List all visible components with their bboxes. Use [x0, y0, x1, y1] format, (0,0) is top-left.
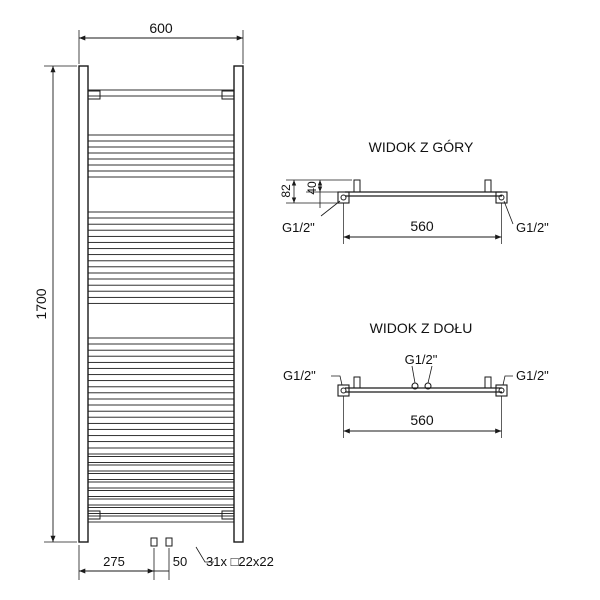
- height-dimension: 1700: [33, 288, 49, 319]
- tube-note-leader: [195, 546, 214, 563]
- horizontal-tube: [87, 398, 235, 406]
- horizontal-tube: [87, 498, 235, 506]
- top-bracket-right: [221, 90, 235, 100]
- offset-dimension: 275: [103, 554, 125, 569]
- width-dimension: 600: [149, 20, 173, 36]
- tube-note: 31x □22x22: [206, 554, 274, 569]
- horizontal-tube: [87, 158, 235, 166]
- bottom-view: WIDOK Z DOŁU G1/2" G1/2" G1/2" 560: [283, 320, 549, 438]
- horizontal-tube: [87, 507, 235, 514]
- horizontal-tube: [87, 235, 235, 243]
- horizontal-tube: [87, 146, 235, 154]
- top-view-title: WIDOK Z GÓRY: [369, 139, 474, 155]
- bottom-left-cap: [337, 384, 350, 397]
- horizontal-tube: [87, 272, 235, 280]
- top-left-port: [340, 194, 347, 201]
- horizontal-tube: [87, 447, 235, 455]
- horizontal-tube: [87, 490, 235, 497]
- horizontal-tube: [87, 248, 235, 256]
- top-left-standoff: [353, 179, 361, 193]
- horizontal-tube: [87, 473, 235, 480]
- depth-dimension: 82: [279, 184, 293, 198]
- right-collector: [233, 65, 244, 543]
- horizontal-tube: [87, 374, 235, 382]
- left-collector: [78, 65, 89, 543]
- top-thread-right: G1/2": [516, 220, 549, 235]
- horizontal-tube: [87, 422, 235, 430]
- horizontal-tube: [87, 134, 235, 142]
- horizontal-tube: [87, 349, 235, 357]
- horizontal-tube: [87, 89, 235, 97]
- bottom-left-standoff: [353, 376, 361, 389]
- horizontal-tubes: [87, 89, 235, 523]
- bottom-view-title: WIDOK Z DOŁU: [370, 320, 473, 336]
- bottom-thread-left: G1/2": [283, 368, 316, 383]
- spacing-dimension: 50: [173, 554, 187, 569]
- top-right-standoff: [484, 179, 492, 193]
- horizontal-tube: [87, 211, 235, 219]
- bottom-thread-right: G1/2": [516, 368, 549, 383]
- bottom-right-port: [498, 387, 505, 394]
- horizontal-tube: [87, 296, 235, 304]
- horizontal-tube: [87, 456, 235, 463]
- mount-dimension: 40: [305, 181, 319, 195]
- top-bracket-left: [87, 90, 101, 100]
- valve-left: [150, 537, 158, 547]
- front-view: 600 1700 275 50 31x □22x22: [33, 20, 274, 580]
- top-view: WIDOK Z GÓRY 82 40 G1/2" G1/2" 560: [279, 139, 549, 244]
- top-thread-left: G1/2": [282, 220, 315, 235]
- bottom-left-port: [340, 387, 347, 394]
- horizontal-tube: [87, 386, 235, 394]
- horizontal-tube: [87, 515, 235, 523]
- horizontal-tube: [87, 481, 235, 489]
- top-right-port: [498, 194, 505, 201]
- horizontal-tube: [87, 410, 235, 418]
- top-right-cap: [495, 191, 508, 204]
- horizontal-tube: [87, 435, 235, 443]
- horizontal-tube: [87, 464, 235, 472]
- horizontal-tube: [87, 361, 235, 369]
- horizontal-tube: [87, 337, 235, 345]
- top-span-dimension: 560: [410, 218, 434, 234]
- bottom-span-dimension: 560: [410, 412, 434, 428]
- bottom-bracket-left: [87, 510, 101, 520]
- horizontal-tube: [87, 223, 235, 231]
- bottom-thread-center: G1/2": [405, 352, 438, 367]
- horizontal-tube: [87, 260, 235, 268]
- bottom-bracket-right: [221, 510, 235, 520]
- bottom-right-cap: [495, 384, 508, 397]
- horizontal-tube: [87, 170, 235, 178]
- bottom-right-standoff: [484, 376, 492, 389]
- horizontal-tube: [87, 284, 235, 292]
- valve-right: [165, 537, 173, 547]
